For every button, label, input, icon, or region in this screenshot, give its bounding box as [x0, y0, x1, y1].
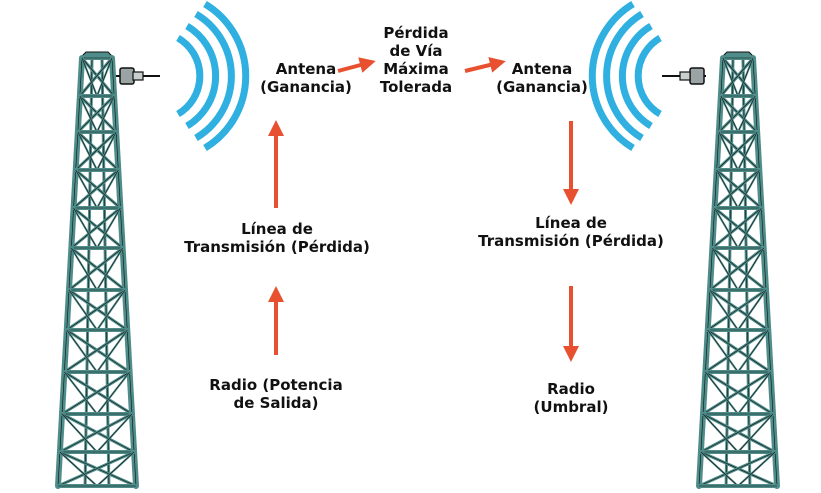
- left-tower-icon: [55, 51, 139, 489]
- right-antenna-label: Antena(Ganancia): [496, 60, 588, 96]
- right-radio-label: Radio(Umbral): [533, 380, 609, 416]
- right-tower-icon: [696, 51, 780, 489]
- left-antenna-label: Antena(Ganancia): [260, 60, 352, 96]
- right-signal-waves-icon: [588, 1, 662, 151]
- arrow-pathloss-to-antenna: [464, 57, 506, 73]
- left-signal-waves-icon: [176, 1, 250, 151]
- left-antenna-icon: [116, 67, 160, 85]
- right-antenna-icon: [662, 67, 706, 85]
- arrow-antenna-to-pathloss: [337, 57, 376, 73]
